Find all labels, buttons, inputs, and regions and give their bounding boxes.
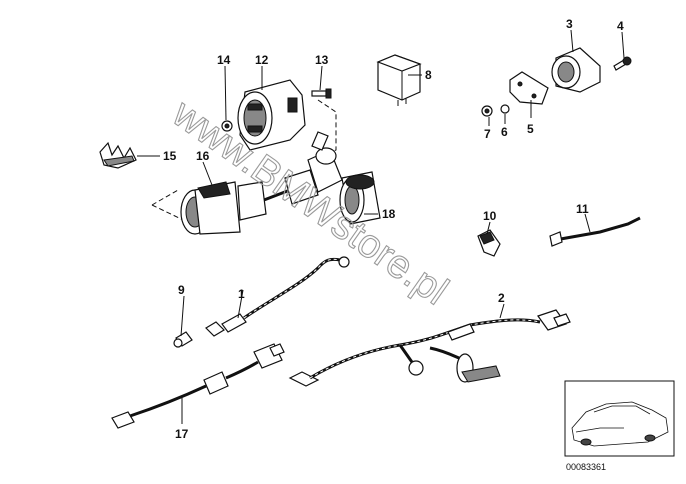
socket-cover-part[interactable] (551, 47, 601, 93)
adapter-cable-part[interactable] (111, 343, 285, 429)
part-label-5: 5 (527, 122, 534, 136)
part-label-6: 6 (501, 125, 508, 139)
part-label-10: 10 (483, 209, 497, 223)
cable-tie-part[interactable] (549, 216, 641, 247)
socket-housing-part[interactable] (237, 79, 306, 151)
nut-part[interactable] (481, 105, 493, 117)
part-label-13: 13 (315, 53, 329, 67)
screw-part[interactable] (613, 56, 632, 71)
part-label-1: 1 (238, 287, 245, 301)
clip-part[interactable] (99, 141, 137, 169)
relay-part[interactable] (376, 54, 422, 106)
part-label-12: 12 (255, 53, 269, 67)
nut-part[interactable] (500, 104, 510, 114)
bulb-part[interactable] (173, 331, 193, 348)
part-label-4: 4 (617, 19, 624, 33)
part-label-18: 18 (382, 207, 396, 221)
part-label-14: 14 (217, 53, 231, 67)
lamp-wiring-part[interactable] (205, 256, 350, 337)
wiring-harness-part[interactable] (288, 309, 571, 387)
nut-part[interactable] (221, 120, 233, 132)
part-label-2: 2 (498, 291, 505, 305)
part-label-16: 16 (196, 149, 210, 163)
part-label-3: 3 (566, 17, 573, 31)
diagram-code: 00083361 (566, 462, 606, 472)
car-thumbnail: 00083361 (564, 380, 675, 472)
screw-part[interactable] (311, 88, 332, 99)
trailer-plug-part[interactable] (180, 131, 343, 235)
part-label-8: 8 (425, 68, 432, 82)
mounting-plate-part[interactable] (509, 71, 549, 105)
part-label-9: 9 (178, 283, 185, 297)
part-label-15: 15 (163, 149, 177, 163)
part-label-17: 17 (175, 427, 189, 441)
part-label-11: 11 (576, 202, 589, 216)
cable-clip-part[interactable] (477, 229, 501, 257)
part-label-7: 7 (484, 127, 491, 141)
socket-part[interactable] (339, 171, 381, 225)
